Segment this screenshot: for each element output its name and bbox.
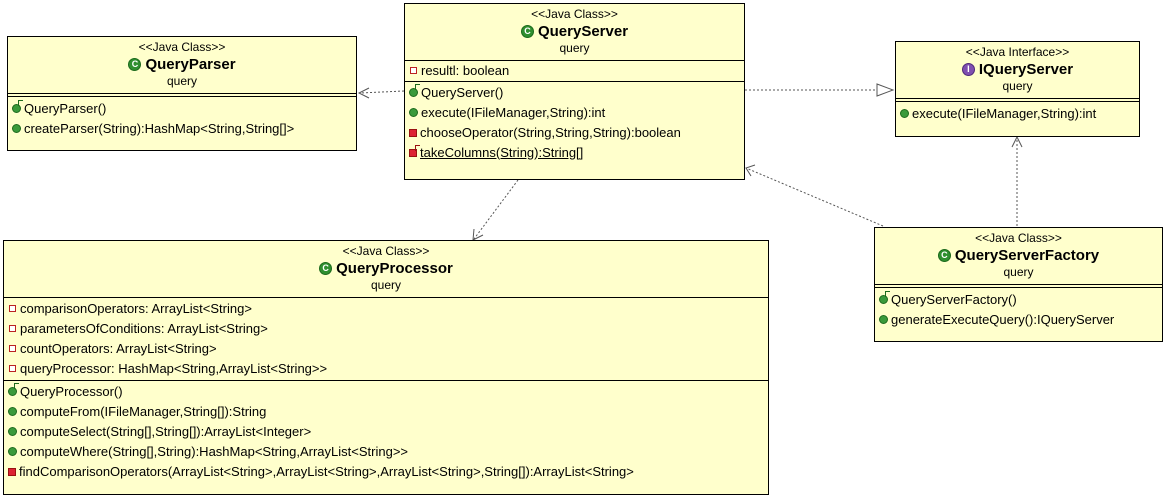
field-row[interactable]: comparisonOperators: ArrayList<String> [8,299,764,319]
interface-iqueryserver[interactable]: <<Java Interface>> I IQueryServer query … [895,41,1140,137]
private-field-icon [9,305,16,312]
class-queryserverfactory[interactable]: <<Java Class>> C QueryServerFactory quer… [874,227,1163,342]
method-row[interactable]: findComparisonOperators(ArrayList<String… [8,462,764,482]
field-row[interactable]: countOperators: ArrayList<String> [8,339,764,359]
private-field-icon [410,67,417,74]
method-row[interactable]: takeColumns(String):String[] [409,143,740,163]
fields-compartment [8,92,356,97]
fields-compartment [875,283,1162,288]
realization-arrowhead [876,83,895,97]
method-row[interactable]: execute(IFileManager,String):int [409,103,740,123]
fields-compartment: resultl: boolean [405,61,744,81]
constructor-icon [8,383,19,396]
arrowhead-to-queryparser [357,87,370,99]
method-row[interactable]: computeWhere(String[],String):HashMap<St… [8,442,764,462]
class-queryparser[interactable]: <<Java Class>> C QueryParser query Query… [7,36,357,151]
public-method-icon [900,109,909,118]
dependency-queryserver-queryprocessor [473,179,519,240]
method-row[interactable]: chooseOperator(String,String,String):boo… [409,123,740,143]
class-name: QueryParser [145,55,236,73]
class-icon: C [128,58,142,71]
package-label: query [166,73,198,88]
public-method-icon [409,108,418,117]
interface-icon: I [961,63,975,76]
constructor-icon [879,291,890,304]
public-method-icon [8,447,17,456]
class-icon: C [319,262,333,275]
field-row[interactable]: resultl: boolean [409,61,740,81]
field-row[interactable]: parametersOfConditions: ArrayList<String… [8,319,764,339]
class-icon: C [937,249,951,262]
private-field-icon [9,365,16,372]
method-row[interactable]: QueryServerFactory() [879,290,1158,310]
private-field-icon [9,345,16,352]
private-field-icon [9,325,16,332]
stereotype-label: <<Java Class>> [531,7,618,21]
private-static-method-icon [409,144,420,157]
stereotype-label: <<Java Class>> [342,244,430,258]
class-queryserver[interactable]: <<Java Class>> C QueryServer query resul… [404,3,745,180]
interface-name: IQueryServer [978,60,1074,78]
stereotype-label: <<Java Class>> [138,40,226,54]
package-label: query [1002,78,1033,93]
method-row[interactable]: execute(IFileManager,String):int [900,104,1135,124]
class-name: QueryServerFactory [954,246,1100,264]
methods-compartment: QueryServer() execute(IFileManager,Strin… [405,82,744,166]
constructor-icon [12,100,23,113]
public-method-icon [8,407,17,416]
dependency-queryserver-queryparser [359,90,405,94]
method-row[interactable]: computeSelect(String[],String[]):ArrayLi… [8,422,764,442]
public-method-icon [879,315,888,324]
private-method-icon [409,128,417,137]
stereotype-label: <<Java Class>> [975,231,1062,245]
class-name: QueryServer [537,22,629,40]
package-label: query [370,277,402,292]
private-method-icon [8,467,16,476]
class-name: QueryProcessor [336,259,453,277]
arrowhead-to-iqueryserver [1011,135,1023,148]
methods-compartment: QueryProcessor() computeFrom(IFileManage… [4,381,768,485]
methods-compartment: QueryServerFactory() generateExecuteQuer… [875,288,1162,333]
public-method-icon [8,427,17,436]
fields-compartment [896,97,1139,102]
method-row[interactable]: computeFrom(IFileManager,String[]):Strin… [8,402,764,422]
methods-compartment: execute(IFileManager,String):int [896,102,1139,127]
field-row[interactable]: queryProcessor: HashMap<String,ArrayList… [8,359,764,379]
arrowhead-to-queryserver [745,164,756,177]
fields-compartment: comparisonOperators: ArrayList<String> p… [4,298,768,380]
method-row[interactable]: QueryParser() [12,99,352,119]
stereotype-label: <<Java Interface>> [965,45,1070,59]
class-queryprocessor[interactable]: <<Java Class>> C QueryProcessor query co… [3,240,769,495]
class-icon: C [520,25,534,38]
method-row[interactable]: createParser(String):HashMap<String,Stri… [12,119,352,139]
method-row[interactable]: generateExecuteQuery():IQueryServer [879,310,1158,330]
methods-compartment: QueryParser() createParser(String):HashM… [8,97,356,142]
method-row[interactable]: QueryProcessor() [8,382,764,402]
dependency-factory-queryserver [745,167,884,227]
package-label: query [559,40,590,55]
public-method-icon [12,124,21,133]
method-row[interactable]: QueryServer() [409,83,740,103]
constructor-icon [409,84,420,97]
package-label: query [1003,264,1034,279]
